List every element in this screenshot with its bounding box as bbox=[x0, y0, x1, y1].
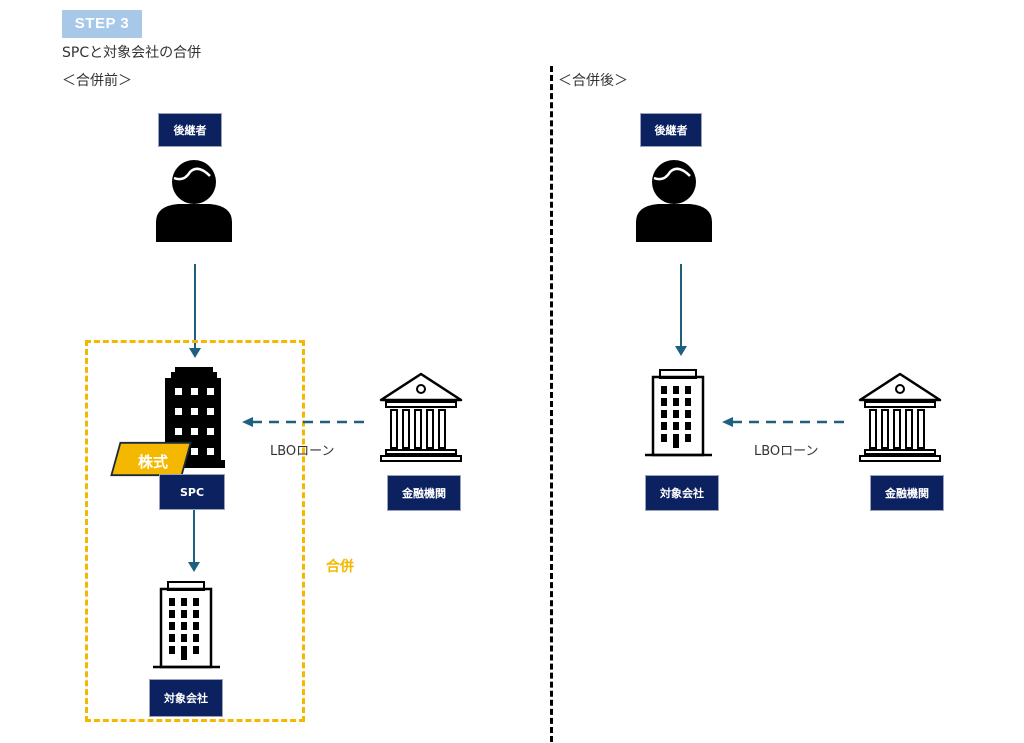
bank-icon-before bbox=[379, 372, 463, 462]
successor-label-before: 後継者 bbox=[158, 113, 222, 147]
loan-label-after: LBOローン bbox=[754, 444, 819, 459]
before-section-label: ＜合併前＞ bbox=[62, 73, 132, 89]
person-icon bbox=[156, 160, 232, 242]
target-building-icon-after bbox=[645, 369, 712, 457]
target-building-icon-before bbox=[153, 581, 220, 669]
spc-to-target-arrow bbox=[188, 510, 200, 572]
loan-arrow-after bbox=[722, 417, 848, 427]
merge-boundary bbox=[85, 340, 305, 722]
ownership-arrow-after bbox=[675, 264, 687, 356]
loan-arrow-before bbox=[242, 417, 368, 427]
merge-label: 合併 bbox=[326, 559, 354, 575]
stock-tag-label: 株式 bbox=[137, 453, 168, 471]
bank-label-after: 金融機関 bbox=[870, 475, 944, 511]
loan-label-before: LBOローン bbox=[270, 444, 335, 459]
target-label-before: 対象会社 bbox=[149, 679, 223, 717]
successor-label-after: 後継者 bbox=[640, 113, 702, 147]
person-icon bbox=[636, 160, 712, 242]
bank-label-before: 金融機関 bbox=[387, 475, 461, 511]
ownership-arrow-before bbox=[189, 264, 201, 358]
step-badge: STEP 3 bbox=[62, 10, 142, 38]
spc-label: SPC bbox=[159, 474, 225, 510]
before-after-divider bbox=[550, 66, 553, 742]
after-section-label: ＜合併後＞ bbox=[558, 73, 628, 89]
bank-icon-after bbox=[858, 372, 942, 462]
target-label-after: 対象会社 bbox=[645, 475, 719, 511]
diagram-subtitle: SPCと対象会社の合併 bbox=[62, 45, 202, 61]
